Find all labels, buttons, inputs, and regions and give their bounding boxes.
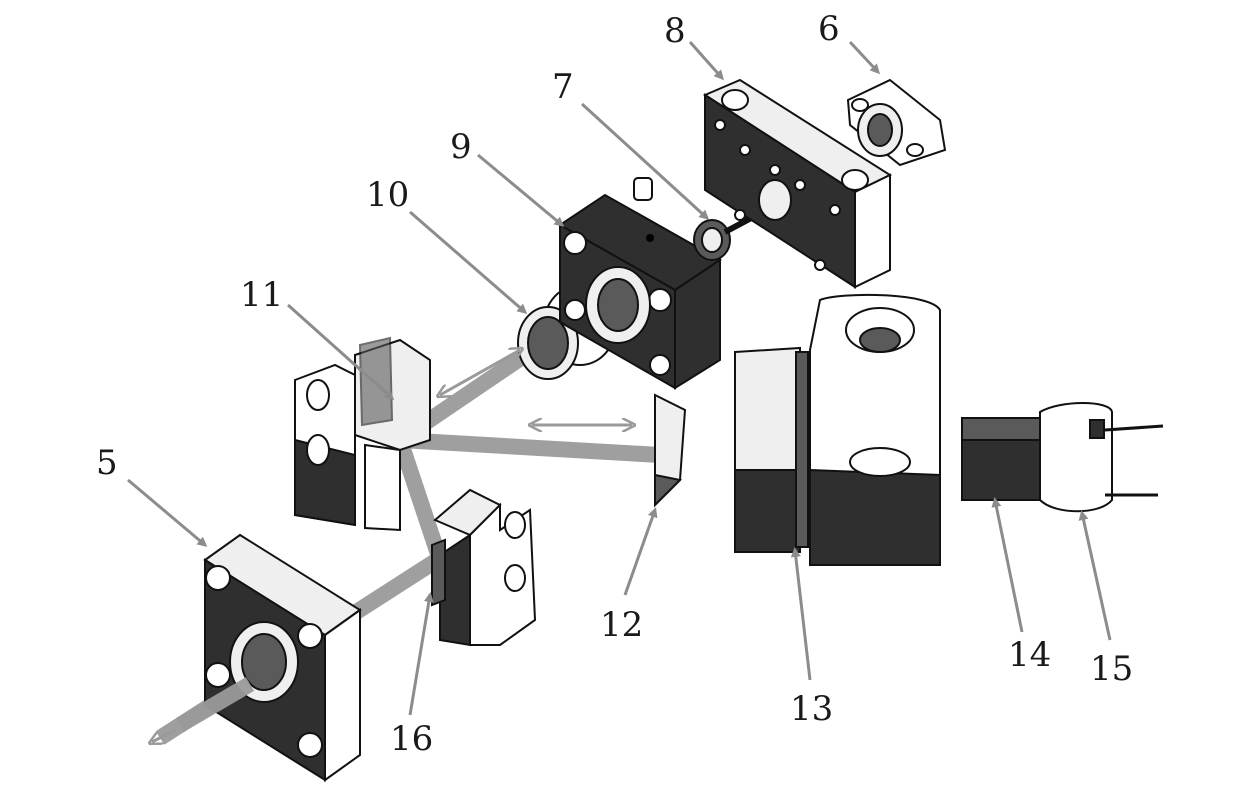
part-5-flange	[152, 533, 362, 782]
label-12: 12	[600, 605, 643, 645]
part-13-split-block	[734, 293, 941, 566]
label-8: 8	[664, 11, 686, 51]
pointer-lines	[127, 40, 1112, 716]
label-7: 7	[552, 67, 574, 107]
label-15: 15	[1090, 649, 1133, 689]
part-16-mirror-holder	[431, 488, 537, 647]
label-10: 10	[366, 175, 409, 215]
double-arrow-upper	[440, 350, 520, 395]
label-14: 14	[1008, 635, 1051, 675]
label-9: 9	[450, 127, 472, 167]
part-8-plate	[702, 78, 893, 289]
label-6: 6	[818, 9, 840, 49]
label-5: 5	[96, 443, 118, 483]
part-12-wedge-mirror	[654, 393, 687, 508]
part-6-small-flange	[846, 78, 947, 167]
label-11: 11	[240, 275, 283, 315]
part-15-sensor-cap	[1039, 402, 1164, 513]
label-16: 16	[390, 719, 433, 759]
part-11-mirror-holder	[294, 336, 431, 532]
part-14-sensor-body	[961, 417, 1046, 501]
part-9-housing	[558, 177, 722, 390]
label-13: 13	[790, 689, 833, 729]
